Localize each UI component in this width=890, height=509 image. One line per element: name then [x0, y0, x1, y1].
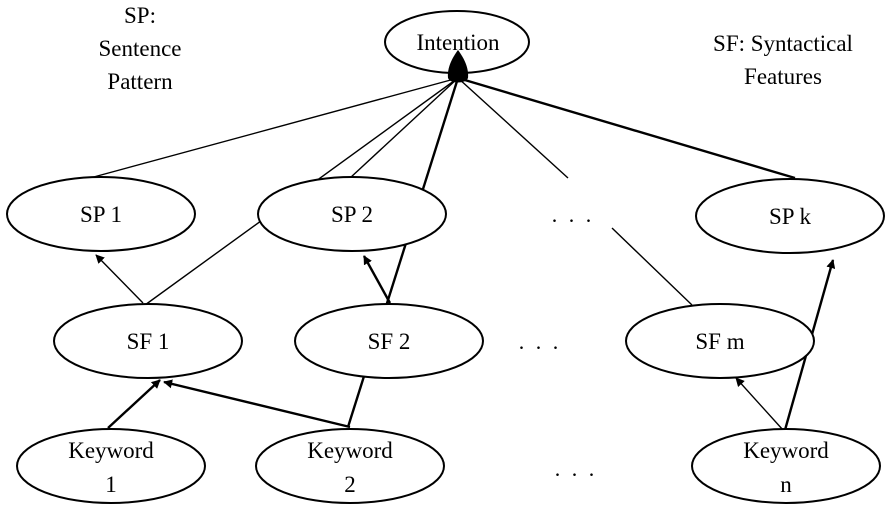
legend-sf-line-2: Features [744, 64, 822, 89]
node-keyword-n-line-2: n [780, 472, 792, 497]
node-keyword-2-line-2: 2 [344, 472, 356, 497]
keyword-row-ellipsis: . . . [555, 456, 598, 481]
legend-sf: SF: Syntactical Features [713, 31, 853, 89]
edge-spk-intention [458, 78, 795, 178]
node-sp1-label: SP 1 [80, 202, 122, 227]
arrow-sf1-sp1 [96, 255, 143, 303]
arrow-kwn-sfm [736, 378, 783, 430]
node-sfm: SF m [626, 304, 814, 378]
node-keyword-1-line-2: 1 [105, 472, 117, 497]
svg-text:. . .: . . . [552, 202, 595, 227]
node-keyword-n: Keyword n [692, 429, 880, 503]
node-sfm-label: SF m [695, 329, 744, 354]
node-sp2-label: SP 2 [331, 202, 373, 227]
node-sf2-label: SF 2 [368, 329, 411, 354]
node-keyword-2: Keyword 2 [256, 429, 444, 503]
node-sp2: SP 2 [258, 177, 446, 251]
legend-sp-line-1: SP: [124, 3, 156, 28]
legend-sp-line-2: Sentence [98, 36, 181, 61]
svg-text:. . .: . . . [519, 329, 562, 354]
legend-sf-line-1: SF: Syntactical [713, 31, 853, 56]
node-sp1: SP 1 [7, 177, 195, 251]
legend-sp-line-3: Pattern [107, 69, 173, 94]
node-keyword-1-line-1: Keyword [68, 438, 154, 463]
sf-row-ellipsis: . . . [519, 329, 562, 354]
legend-sp: SP: Sentence Pattern [98, 3, 181, 94]
node-keyword-2-line-1: Keyword [307, 438, 393, 463]
node-keyword-1: Keyword 1 [17, 429, 205, 503]
node-spk: SP k [696, 179, 884, 253]
node-sf1-label: SF 1 [127, 329, 170, 354]
edge-ellipsis-intention [458, 78, 568, 178]
svg-text:. . .: . . . [555, 456, 598, 481]
node-sf2: SF 2 [295, 304, 483, 378]
node-sf1: SF 1 [54, 304, 242, 378]
edge-sfm-ellipsis [612, 228, 692, 305]
arrow-kw2-sf1 [164, 382, 350, 427]
arrow-kw1-sf1 [108, 380, 160, 428]
arrow-sf2-sp2 [364, 256, 390, 303]
sp-row-ellipsis: . . . [552, 202, 595, 227]
node-keyword-n-line-1: Keyword [743, 438, 829, 463]
node-spk-label: SP k [769, 204, 811, 229]
